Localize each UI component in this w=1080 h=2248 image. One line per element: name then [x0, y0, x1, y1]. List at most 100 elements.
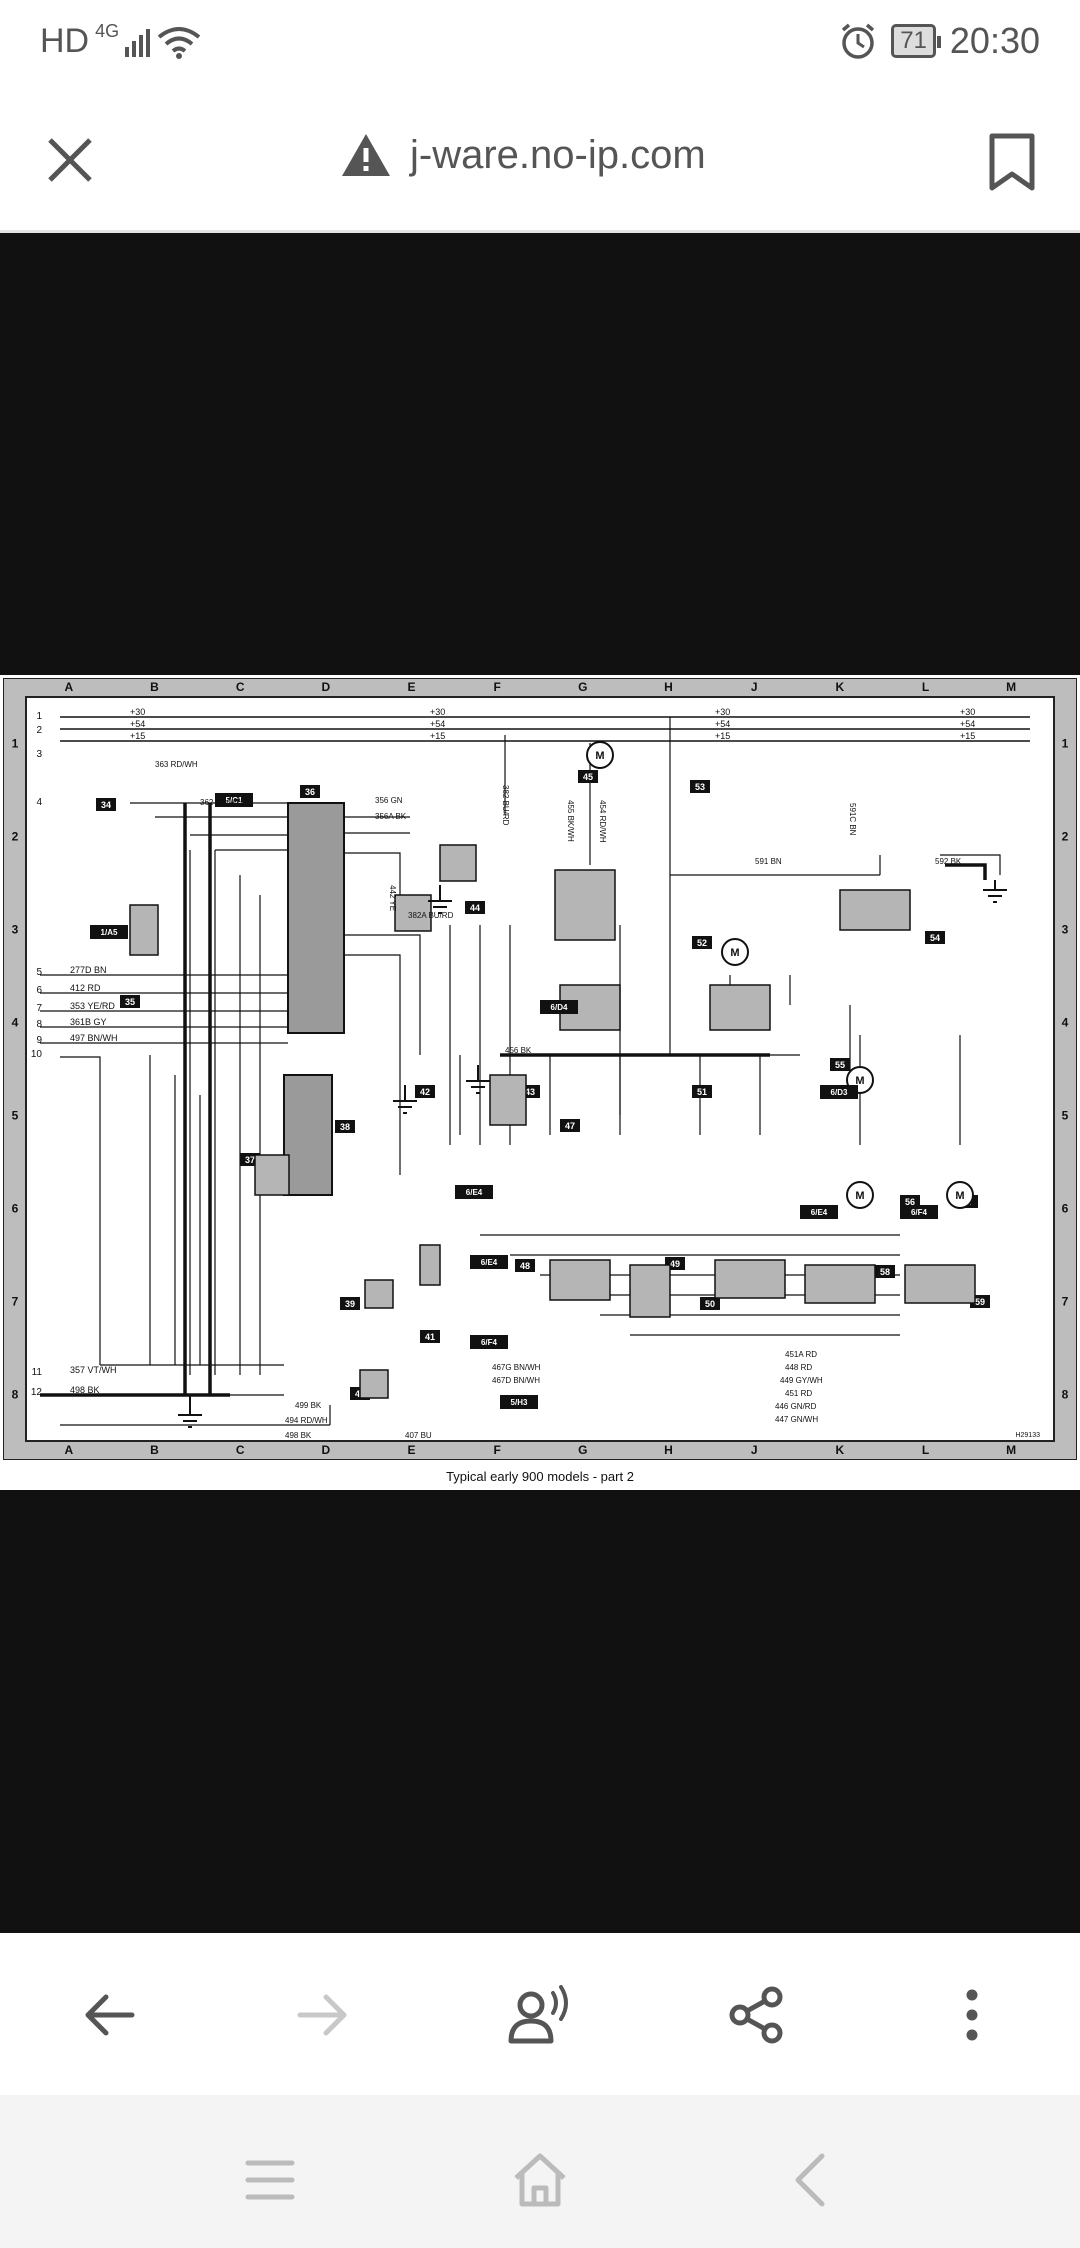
- wifi-icon: [157, 26, 201, 59]
- grid-column-letter: C: [236, 1443, 245, 1457]
- component-number: 41: [425, 1332, 435, 1342]
- connector-block: [419, 1244, 441, 1286]
- battery-indicator: 71: [891, 24, 941, 58]
- grid-column-letter: B: [150, 680, 159, 694]
- line-number: 10: [31, 1049, 43, 1060]
- grid-row-number: 4: [1062, 1016, 1069, 1030]
- bookmark-icon[interactable]: [984, 132, 1040, 192]
- grid-row-number: 8: [1062, 1388, 1069, 1402]
- line-number: 4: [36, 797, 42, 808]
- component-number: 49: [670, 1259, 680, 1269]
- read-aloud-icon: [508, 1985, 568, 2044]
- wire-label: 362 BN/WH: [200, 798, 242, 807]
- component-number: 58: [880, 1267, 890, 1277]
- component-number-box: [830, 1058, 850, 1071]
- more-button[interactable]: [932, 1975, 1012, 2055]
- grid-row-number: 2: [1062, 830, 1069, 844]
- wire-label: 357 VT/WH: [70, 1365, 117, 1375]
- grid-column-letter: H: [664, 680, 673, 694]
- grid-row-number: 2: [12, 830, 19, 844]
- grid-column-letter: K: [835, 1443, 844, 1457]
- url-display[interactable]: j-ware.no-ip.com: [340, 132, 706, 178]
- component-number-box: [900, 1195, 920, 1208]
- cross-reference-label: 6/D3: [831, 1088, 848, 1097]
- grid-column-letter: E: [407, 680, 415, 694]
- wire-label: 467G BN/WH: [492, 1363, 541, 1372]
- grid-column-letter: D: [321, 1443, 330, 1457]
- motor-symbol: [846, 1181, 874, 1209]
- grid-row-number: 6: [12, 1202, 19, 1216]
- forward-button[interactable]: [284, 1975, 364, 2055]
- component-number-box: [420, 1330, 440, 1343]
- line-number: 3: [36, 749, 42, 760]
- recent-apps-button[interactable]: [235, 2145, 305, 2215]
- home-button[interactable]: [505, 2145, 575, 2215]
- component-number-box: [515, 1259, 535, 1272]
- grid-column-letter: J: [751, 680, 758, 694]
- grid-row-number: 3: [1062, 923, 1069, 937]
- grid-row-number: 7: [1062, 1295, 1069, 1309]
- grid-row-number: 7: [12, 1295, 19, 1309]
- motor-label: M: [855, 1075, 864, 1087]
- wire-label: 407 BU: [405, 1431, 432, 1440]
- connector-block: [394, 894, 432, 932]
- component-number: 52: [697, 938, 707, 948]
- wire-label: 497 BN/WH: [70, 1033, 118, 1043]
- warning-icon: [342, 134, 390, 176]
- system-nav-bar: [0, 2095, 1080, 2248]
- clock: 20:30: [949, 20, 1040, 61]
- cross-reference-label: 5/C1: [226, 796, 243, 805]
- component-number: 38: [340, 1122, 350, 1132]
- supply-rail-label: +15: [430, 731, 445, 741]
- grid-column-letter: L: [922, 680, 929, 694]
- cross-reference-arrow: [470, 1255, 508, 1269]
- grid-row-number: 3: [12, 923, 19, 937]
- component-number-box: [300, 785, 320, 798]
- grid-column-letter: B: [150, 1443, 159, 1457]
- grid-row-number: 6: [1062, 1202, 1069, 1216]
- close-icon[interactable]: [40, 130, 100, 190]
- wire-label: 592 BK: [935, 857, 962, 866]
- supply-rail-label: +15: [960, 731, 975, 741]
- grid-row-number: 4: [12, 1016, 19, 1030]
- diagram-ref-code: H29133: [1015, 1432, 1040, 1439]
- url-text: j-ware.no-ip.com: [410, 132, 706, 177]
- cross-reference-arrow: [90, 925, 128, 939]
- wire-label: 498 BK: [285, 1431, 312, 1440]
- component-number: 47: [565, 1121, 575, 1131]
- connector-block: [439, 844, 477, 882]
- grid-row-number: 8: [12, 1388, 19, 1402]
- wire-label: 448 RD: [785, 1363, 812, 1372]
- component-number: 36: [305, 787, 315, 797]
- line-number: 8: [36, 1019, 42, 1030]
- connector-block: [629, 1264, 671, 1318]
- component-number: 43: [525, 1087, 535, 1097]
- supply-rail-label: +30: [430, 707, 445, 717]
- wire-label: 451 RD: [785, 1389, 812, 1398]
- motor-symbol: [721, 938, 749, 966]
- share-button[interactable]: [716, 1975, 796, 2055]
- cross-reference-label: 6/E4: [466, 1188, 483, 1197]
- component-number-box: [120, 995, 140, 1008]
- wire-label: 356A BK: [375, 812, 407, 821]
- grid-column-letter: F: [493, 1443, 500, 1457]
- wire-label: 446 GN/RD: [775, 1402, 817, 1411]
- motor-label: M: [730, 947, 739, 959]
- wire-label: 412 RD: [70, 983, 101, 993]
- grid-column-letter: A: [64, 680, 73, 694]
- read-aloud-button[interactable]: [500, 1975, 580, 2055]
- connector-block: [489, 1074, 527, 1126]
- cross-reference-label: 6/F4: [481, 1338, 498, 1347]
- menu-icon: [245, 2160, 295, 2200]
- wire-label: 447 GN/WH: [775, 1415, 818, 1424]
- component-number: 48: [520, 1261, 530, 1271]
- grid-column-letter: M: [1006, 1443, 1016, 1457]
- connector-block: [839, 889, 911, 931]
- cross-reference-arrow: [470, 1335, 508, 1349]
- back-button[interactable]: [68, 1975, 148, 2055]
- chevron-left-icon: [795, 2153, 825, 2207]
- component-number: 59: [975, 1297, 985, 1307]
- system-back-button[interactable]: [775, 2145, 845, 2215]
